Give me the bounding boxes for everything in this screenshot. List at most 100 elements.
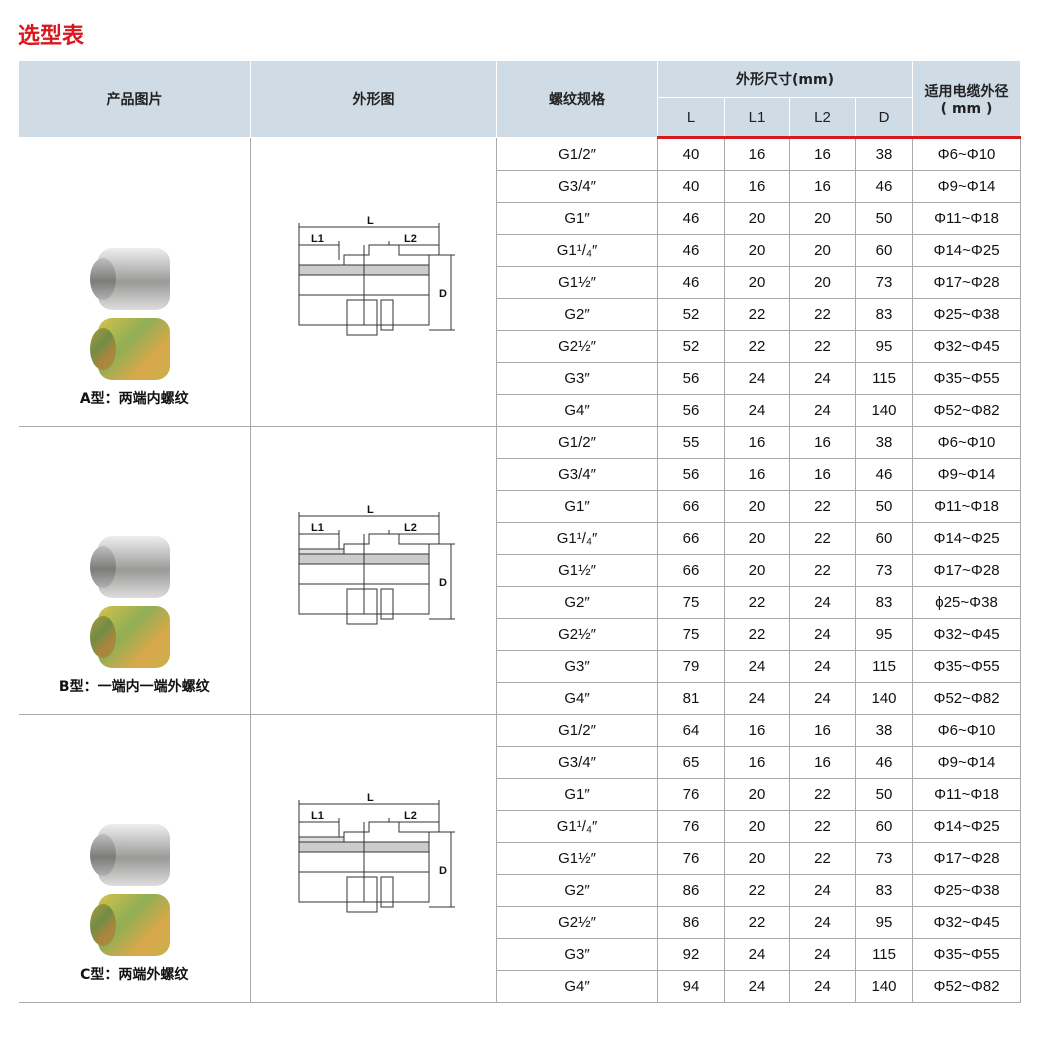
thread-spec: G1″ (496, 490, 658, 523)
thread-spec: G2½″ (496, 330, 658, 363)
cable-diameter: Φ14~Φ25 (912, 234, 1022, 267)
dim-D: 140 (854, 970, 914, 1003)
dim-L: 75 (657, 618, 725, 651)
cable-diameter: Φ14~Φ25 (912, 522, 1022, 555)
drawing-cell: L L1 L2 D (250, 426, 497, 715)
thread-spec: G3/4″ (496, 170, 658, 203)
product-photo-galvanized (98, 606, 171, 668)
dim-L1: 22 (724, 586, 790, 619)
dim-L: 66 (657, 490, 725, 523)
dim-L1: 16 (724, 714, 790, 747)
cable-diameter: Φ17~Φ28 (912, 266, 1022, 299)
dim-L: 52 (657, 330, 725, 363)
dim-L1: 16 (724, 426, 790, 459)
cable-diameter: Φ32~Φ45 (912, 330, 1022, 363)
dim-label-L2: L2 (404, 233, 417, 245)
thread-spec: G3″ (496, 650, 658, 683)
dim-D: 95 (854, 618, 914, 651)
dim-D: 38 (854, 714, 914, 747)
dim-label-L2: L2 (404, 522, 417, 534)
dim-L: 76 (657, 842, 725, 875)
dim-L: 94 (657, 970, 725, 1003)
header-L: L (657, 97, 725, 139)
dim-L2: 24 (789, 618, 856, 651)
dim-L1: 22 (724, 298, 790, 331)
thread-spec: G1¹/₄″ (496, 810, 658, 843)
dim-D: 83 (854, 298, 914, 331)
thread-spec: G1½″ (496, 266, 658, 299)
dim-L1: 24 (724, 650, 790, 683)
cable-diameter: Φ17~Φ28 (912, 842, 1022, 875)
dim-L1: 22 (724, 330, 790, 363)
dim-L2: 16 (789, 746, 856, 779)
dim-L2: 20 (789, 266, 856, 299)
dim-L1: 16 (724, 458, 790, 491)
dim-L2: 20 (789, 202, 856, 235)
dim-label-L: L (367, 504, 374, 516)
dim-L2: 24 (789, 394, 856, 427)
dim-label-L1: L1 (311, 810, 324, 822)
dim-L2: 16 (789, 714, 856, 747)
dim-L1: 20 (724, 778, 790, 811)
dim-D: 115 (854, 650, 914, 683)
cable-diameter: Φ32~Φ45 (912, 618, 1022, 651)
dim-L1: 22 (724, 874, 790, 907)
dim-L: 64 (657, 714, 725, 747)
drawing-cell: L L1 L2 D (250, 137, 497, 427)
drawing-cell: L L1 L2 D (250, 714, 497, 1003)
dim-L2: 22 (789, 810, 856, 843)
thread-spec: G4″ (496, 682, 658, 715)
selection-table: 产品图片 外形图 螺纹规格 外形尺寸(mm) 适用电缆外径( mm ) L L1… (18, 60, 1022, 1003)
cable-diameter: Φ6~Φ10 (912, 426, 1022, 459)
dim-D: 95 (854, 906, 914, 939)
dim-D: 140 (854, 682, 914, 715)
dim-L2: 24 (789, 874, 856, 907)
thread-spec: G2½″ (496, 906, 658, 939)
dim-L1: 24 (724, 682, 790, 715)
product-photo-silver (98, 536, 171, 598)
dim-L: 40 (657, 137, 725, 171)
thread-spec: G2″ (496, 874, 658, 907)
dim-D: 60 (854, 234, 914, 267)
dim-D: 38 (854, 426, 914, 459)
dim-label-L1: L1 (311, 522, 324, 534)
dim-L2: 22 (789, 330, 856, 363)
thread-spec: G2″ (496, 586, 658, 619)
header-drawing: 外形图 (250, 60, 497, 138)
thread-spec: G3/4″ (496, 458, 658, 491)
dim-L1: 20 (724, 266, 790, 299)
dim-label-L2: L2 (404, 810, 417, 822)
dim-label-L: L (367, 215, 374, 227)
product-photo-cell: B型：一端内一端外螺纹 (18, 426, 251, 715)
thread-spec: G2″ (496, 298, 658, 331)
thread-spec: G1½″ (496, 554, 658, 587)
dim-L2: 16 (789, 426, 856, 459)
dim-L2: 22 (789, 522, 856, 555)
thread-spec: G3/4″ (496, 746, 658, 779)
dim-D: 83 (854, 874, 914, 907)
dim-L2: 16 (789, 170, 856, 203)
dim-L: 66 (657, 554, 725, 587)
dim-D: 38 (854, 137, 914, 171)
dim-L: 86 (657, 906, 725, 939)
dim-D: 46 (854, 746, 914, 779)
dim-L: 56 (657, 458, 725, 491)
dim-L2: 22 (789, 778, 856, 811)
thread-spec: G1/2″ (496, 426, 658, 459)
dim-D: 73 (854, 842, 914, 875)
header-photo: 产品图片 (18, 60, 251, 138)
thread-spec: G3″ (496, 362, 658, 395)
thread-spec: G1″ (496, 778, 658, 811)
dim-D: 73 (854, 554, 914, 587)
thread-spec: G1″ (496, 202, 658, 235)
